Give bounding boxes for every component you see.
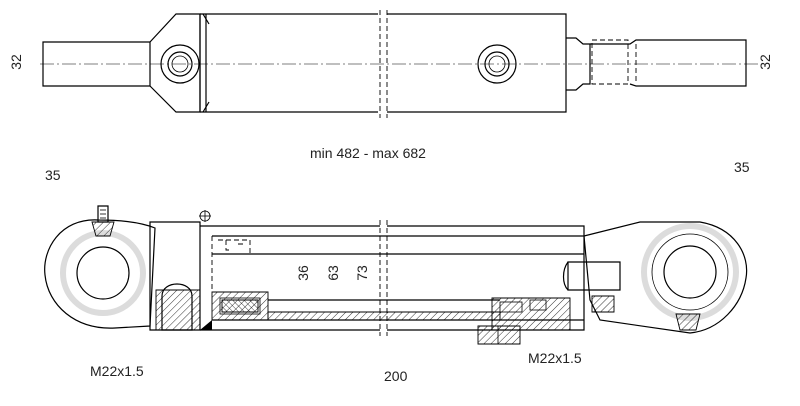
top-rod-nut [591,39,629,85]
right-eye-bore [663,245,717,299]
rod-diameter-dimension: 36 [294,265,311,281]
top-left-pin-hole [160,44,200,84]
top-rod-neck [566,37,591,91]
port-block [477,325,521,345]
right-port-thread-label: M22x1.5 [528,350,582,366]
left-pin-dimension: 35 [45,167,61,183]
left-eye-bore [76,246,130,300]
section-view [44,205,748,345]
top-barrel-left [200,13,378,113]
top-view [40,10,760,118]
right-eye [583,221,748,334]
top-right-tongue [590,39,747,87]
right-grease-fitting [675,313,701,331]
left-port-thread-label: M22x1.5 [90,363,144,379]
outer-diameter-dimension: 73 [353,265,370,281]
rod-lower [267,311,501,321]
stroke-dimension: 200 [384,368,408,384]
rod-end-nut [567,261,621,291]
right-pin-dimension: 35 [734,159,750,175]
top-right-pin-hole [477,44,517,84]
gland [491,297,571,331]
left-eye [44,219,156,329]
stroke-range-dimension: min 482 - max 682 [310,145,426,161]
top-left-height-dimension: 32 [7,54,24,70]
piston-rod [212,253,584,301]
top-right-height-dimension: 32 [756,54,773,70]
bore-diameter-dimension: 63 [324,265,341,281]
top-barrel-right [387,13,567,113]
